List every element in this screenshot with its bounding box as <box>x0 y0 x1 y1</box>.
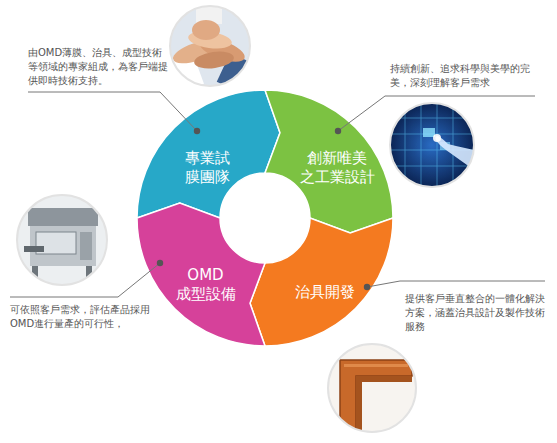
segment-shape <box>265 218 393 346</box>
ring-segment <box>137 203 265 346</box>
ring-segment <box>137 90 280 218</box>
ring-segment <box>250 218 393 346</box>
photo-frame <box>17 195 107 285</box>
cycle-segment-blue: 專業試 膜團隊 <box>137 90 265 218</box>
callout-note: 由OMD薄膜、治具、成型技術 等領域的專家組成，為客戶端提 供即時技術支持。 <box>28 46 171 88</box>
cycle-segment-green: 創新唯美 之工業設計 <box>265 90 393 218</box>
ring-segment <box>265 90 393 233</box>
callout-note: 持續創新、追求科學與美學的完 美，深刻理解客戶需求 <box>390 62 533 90</box>
segment-label: 治具開發 <box>293 283 356 302</box>
photo-frame <box>170 6 250 86</box>
leader-dot <box>157 260 163 266</box>
leader-line <box>367 281 545 287</box>
leader-line <box>338 96 535 131</box>
cycle-segment-orange: 治具開發 <box>265 218 393 346</box>
segment-label: OMD 成型設備 <box>174 266 237 304</box>
segment-label: 專業試 膜團隊 <box>183 149 231 187</box>
leader-dot <box>194 128 200 134</box>
cycle-segment-magenta: OMD 成型設備 <box>137 218 265 346</box>
segment-label: 創新唯美 之工業設計 <box>298 149 376 187</box>
leader-line <box>28 92 197 131</box>
leader-line <box>10 263 160 297</box>
callout-note: 可依照客戶需求，評估產品採用 OMD進行量產的可行性， <box>10 303 153 331</box>
fixture-photo <box>328 344 416 432</box>
machine-photo <box>17 195 107 285</box>
hands-photo <box>164 2 259 95</box>
touchscreen-photo <box>390 103 474 187</box>
leader-dot <box>335 128 341 134</box>
photo-frame <box>328 344 416 432</box>
leader-dot <box>364 284 370 290</box>
callout-note: 提供客戶垂直整合的一體化解決 方案，涵蓋治具設計及製作技術 服務 <box>405 292 548 334</box>
photo-frame <box>390 103 474 187</box>
